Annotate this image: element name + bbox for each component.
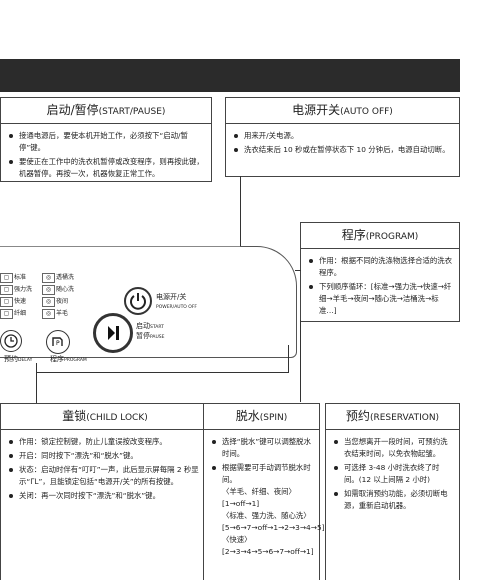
power-box: 电源开关(AUTO OFF) 用来开/关电源。 洗衣结束后 10 秒或在暂停状态… bbox=[225, 97, 460, 177]
cycle-icon: ◎ bbox=[42, 296, 55, 307]
cycle-icon: ▢ bbox=[0, 296, 13, 307]
spin-title: 脱水(SPIN) bbox=[204, 404, 319, 430]
childlock-connector-v bbox=[36, 363, 37, 403]
delay-button[interactable] bbox=[0, 330, 22, 352]
reservation-item: 可选择 3-48 小时洗衣终了时间。(12 以上间隔 2 小时) bbox=[334, 462, 453, 486]
power-item: 用来开/关电源。 bbox=[234, 130, 453, 142]
program-title: 程序(PROGRAM) bbox=[301, 223, 459, 249]
program-button[interactable]: P bbox=[46, 330, 70, 354]
child-lock-item: 状态：启动时伴有“叮叮”一声，此后显示屏每隔 2 秒显示“ᒥᒪ”，且能锁定包括“… bbox=[9, 464, 203, 488]
cycle-item: ◎透桶洗 bbox=[42, 272, 92, 284]
cycle-list-left: ▢标准 ▢强力洗 ▢快速 ▢纤细 bbox=[0, 272, 40, 320]
program-icon: P bbox=[52, 337, 63, 347]
power-item: 洗衣结束后 10 秒或在暂停状态下 10 分钟后，电源自动切断。 bbox=[234, 144, 453, 156]
program-connector bbox=[295, 270, 301, 271]
panel-curve-line bbox=[0, 246, 240, 247]
cycle-icon: ◎ bbox=[42, 284, 55, 295]
cycle-icon: ◎ bbox=[42, 308, 55, 319]
cycle-item: ▢强力洗 bbox=[0, 284, 40, 296]
cycle-item: ◎夜间 bbox=[42, 296, 92, 308]
program-button-label: 程序PROGRAM bbox=[50, 355, 87, 363]
power-button-label: 电源开/关 POWER/AUTO OFF bbox=[156, 293, 198, 310]
reservation-title: 预约(RESERVATION) bbox=[326, 404, 459, 430]
power-button[interactable] bbox=[124, 287, 152, 315]
svg-text:P: P bbox=[56, 340, 60, 347]
start-pause-item: 接通电源后，要使本机开始工作，必须按下“启动/暂停”键。 bbox=[9, 130, 205, 154]
reservation-item: 当您想离开一段时间，可预约洗衣结束时间，以免衣物起皱。 bbox=[334, 436, 453, 460]
spin-connector-v bbox=[288, 345, 289, 373]
delay-button-label: 预约DELAY bbox=[4, 355, 33, 363]
spin-sequence: 〈快速〉[2→3→4→5→6→7→off→1] bbox=[222, 535, 314, 556]
child-lock-title: 童锁(CHILD LOCK) bbox=[1, 404, 209, 430]
spin-box: 脱水(SPIN) 选择“脱水”键可以调整脱水时间。 根据需要可手动调节脱水时间。… bbox=[203, 403, 325, 580]
child-lock-box: 童锁(CHILD LOCK) 作用：锁定控制键，防止儿童误按改变程序。 开启：同… bbox=[0, 403, 210, 580]
cycle-item: ▢纤细 bbox=[0, 308, 40, 320]
cycle-item: ◎随心洗 bbox=[42, 284, 92, 296]
header-bar bbox=[0, 59, 460, 92]
power-connector bbox=[240, 176, 241, 286]
reservation-box: 预约(RESERVATION) 当您想离开一段时间，可预约洗衣结束时间，以免衣物… bbox=[325, 403, 460, 580]
reservation-item: 如需取消预约功能，必须切断电源，重新启动机器。 bbox=[334, 488, 453, 512]
start-pause-button-label: 启动START 暂停PAUSE bbox=[136, 322, 165, 340]
play-pause-icon bbox=[108, 326, 119, 340]
cycle-icon: ▢ bbox=[0, 284, 13, 295]
cycle-icon: ◎ bbox=[42, 272, 55, 283]
program-item: 下列顺序循环：[标准→强力洗→快速→纤细→羊毛→夜间→随心洗→洁桶洗→标准…] bbox=[309, 281, 453, 317]
child-lock-item: 开启：同时按下“漂洗”和“脱水”键。 bbox=[9, 450, 203, 462]
spin-item: 选择“脱水”键可以调整脱水时间。 bbox=[212, 436, 313, 460]
cycle-icon: ▢ bbox=[0, 272, 13, 283]
spin-sequence: 〈羊毛、纤细、夜间〉[1→off→1] bbox=[222, 487, 296, 508]
cycle-list-right: ◎透桶洗 ◎随心洗 ◎夜间 ◎羊毛 bbox=[42, 272, 92, 320]
start-pause-item: 要使正在工作中的洗衣机暂停或改变程序，则再按此键，机器暂停。再按一次，机器恢复正… bbox=[9, 156, 205, 180]
child-lock-item: 关闭：再一次同时按下“漂洗”和“脱水”键。 bbox=[9, 490, 203, 502]
cycle-icon: ▢ bbox=[0, 308, 13, 319]
reservation-connector-v bbox=[300, 320, 301, 402]
spin-sequence: 〈标准、强力洗、随心洗〉[5→6→7→off→1→2→3→4→5] bbox=[222, 511, 325, 532]
program-box: 程序(PROGRAM) 作用：根据不同的洗涤物选择合适的洗衣程序。 下列顺序循环… bbox=[300, 222, 460, 322]
cycle-item: ▢标准 bbox=[0, 272, 40, 284]
power-icon bbox=[130, 293, 146, 310]
program-item: 作用：根据不同的洗涤物选择合适的洗衣程序。 bbox=[309, 255, 453, 279]
start-pause-box: 启动/暂停(START/PAUSE) 接通电源后，要使本机开始工作，必须按下“启… bbox=[0, 97, 212, 182]
cycle-item: ▢快速 bbox=[0, 296, 40, 308]
start-pause-title: 启动/暂停(START/PAUSE) bbox=[1, 98, 211, 124]
power-title: 电源开关(AUTO OFF) bbox=[226, 98, 459, 124]
spin-item: 根据需要可手动调节脱水时间。 〈羊毛、纤细、夜间〉[1→off→1] 〈标准、强… bbox=[212, 462, 325, 558]
clock-icon bbox=[4, 334, 18, 348]
cycle-item: ◎羊毛 bbox=[42, 308, 92, 320]
spin-connector bbox=[36, 372, 288, 373]
start-pause-button[interactable] bbox=[93, 313, 133, 353]
child-lock-item: 作用：锁定控制键，防止儿童误按改变程序。 bbox=[9, 436, 203, 448]
